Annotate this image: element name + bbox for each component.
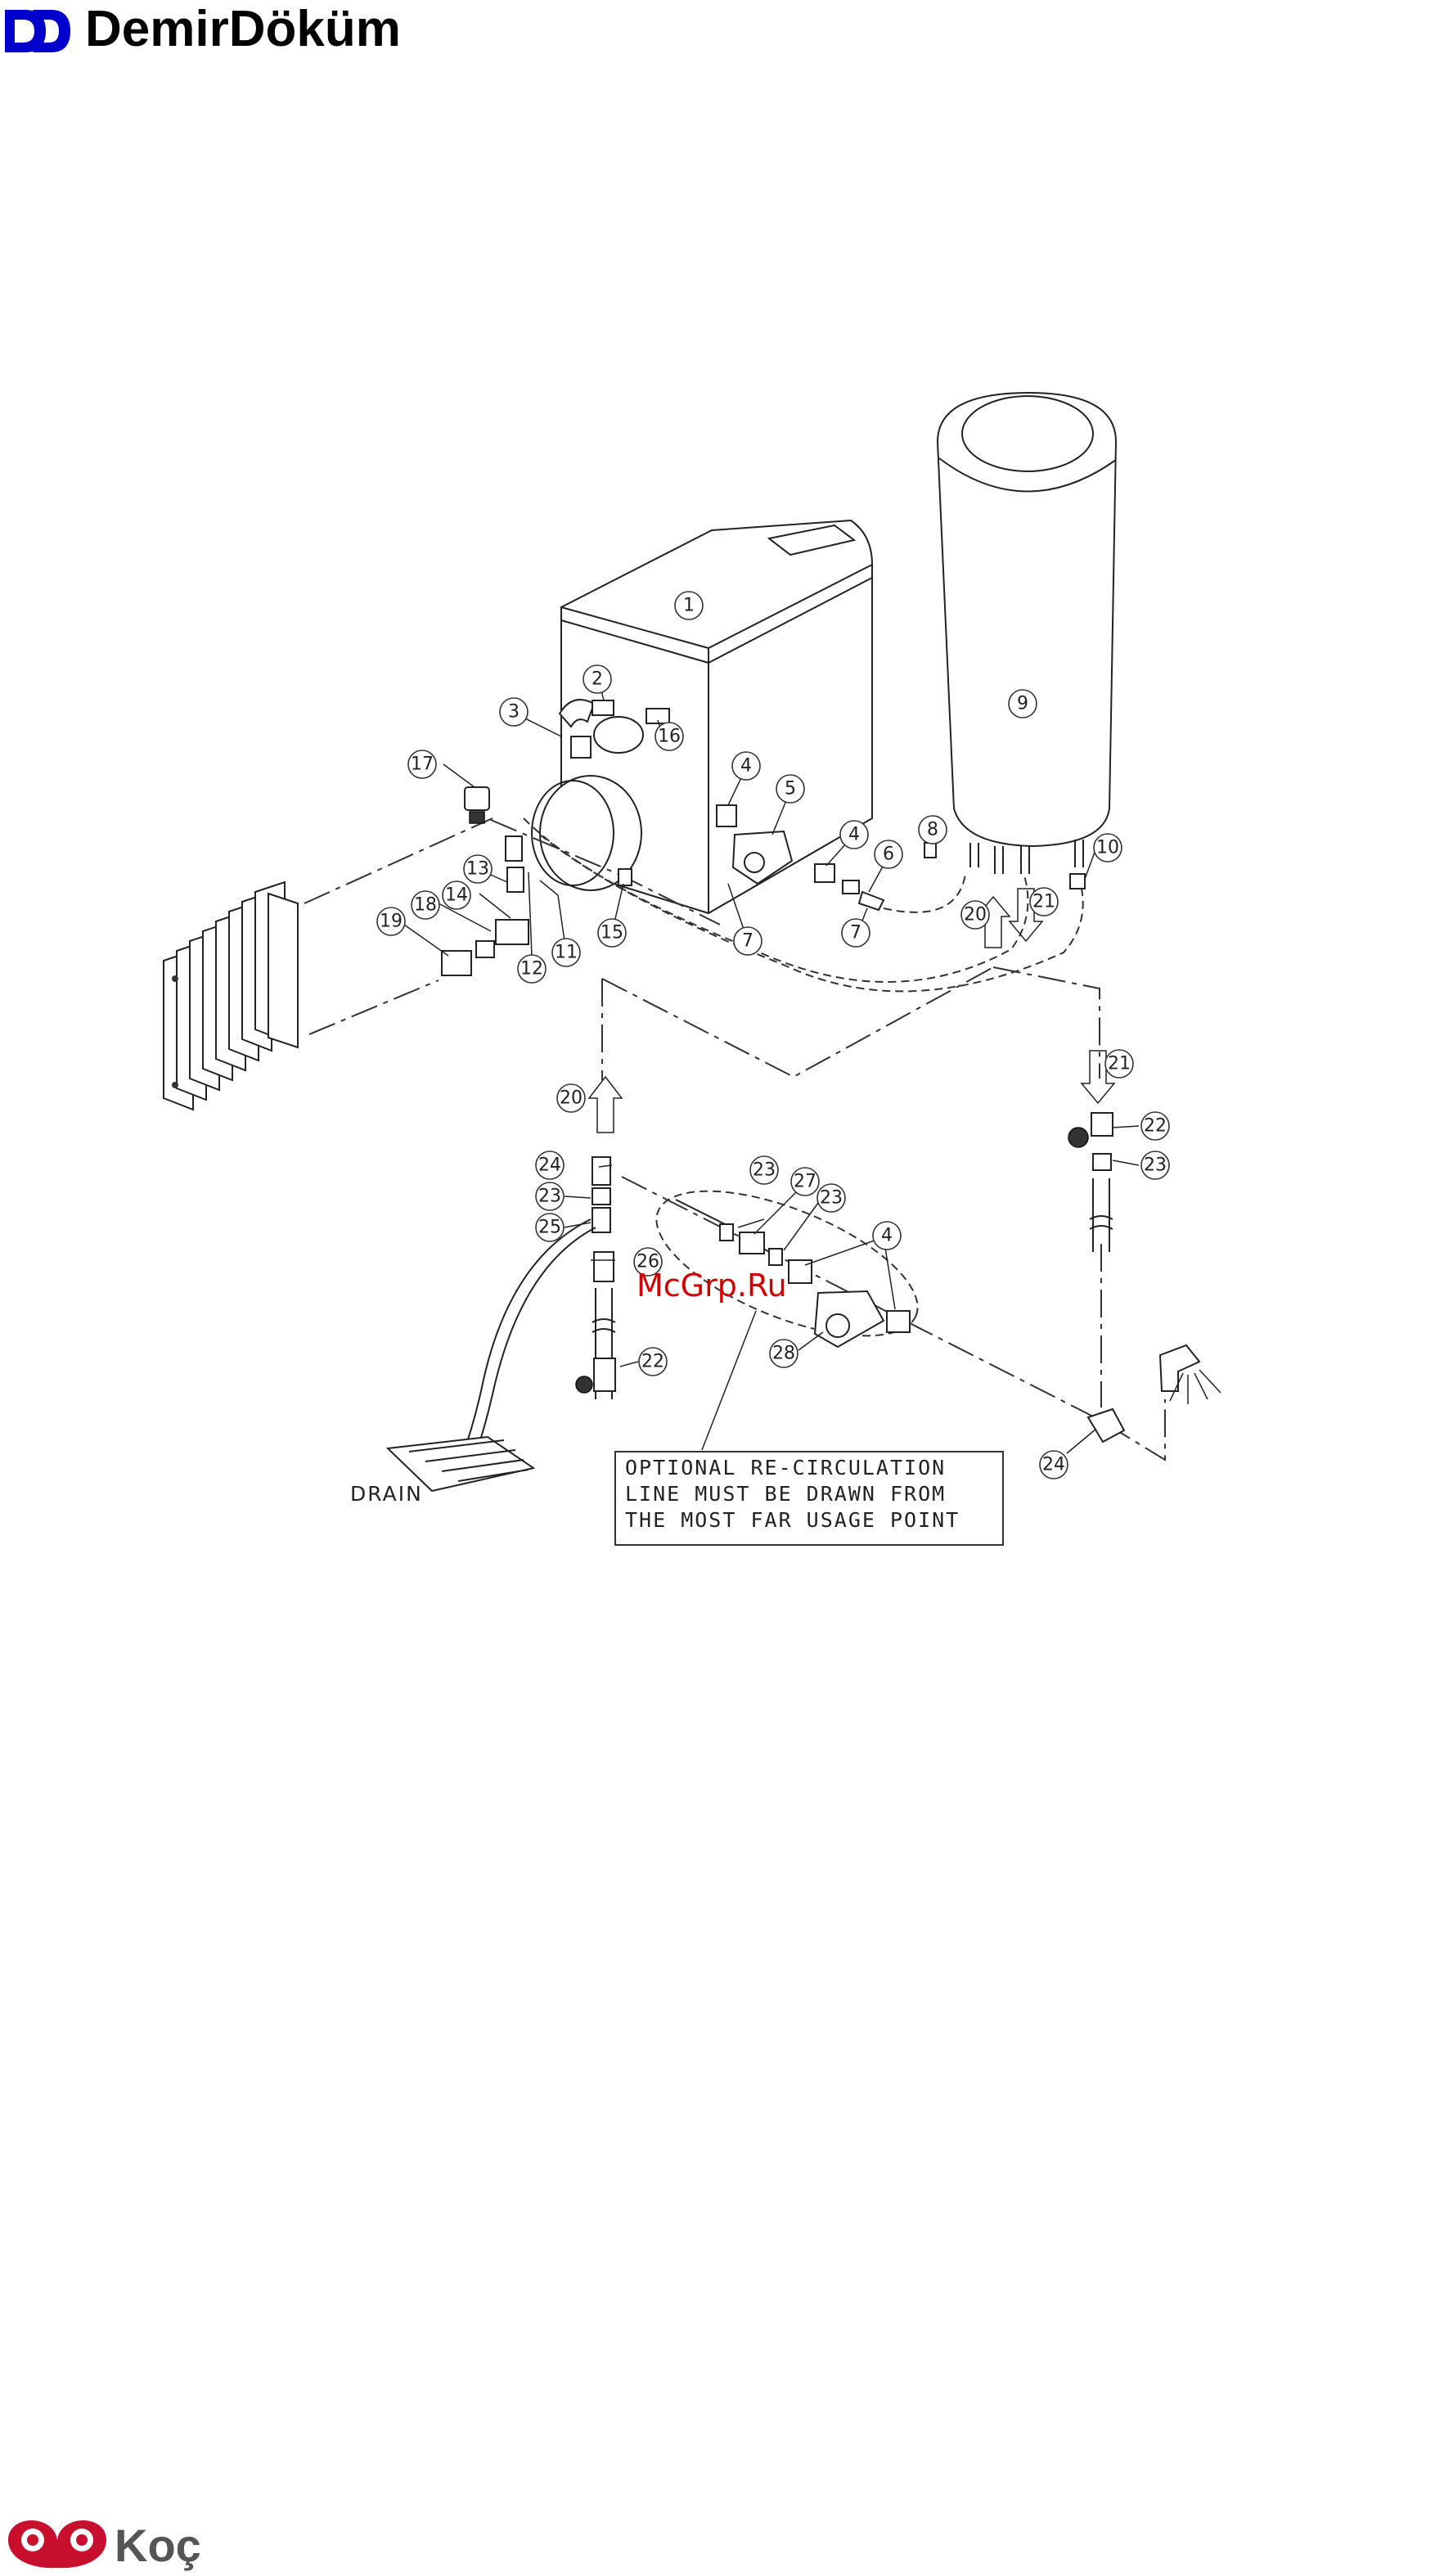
svg-text:4: 4 (848, 825, 860, 845)
svg-text:24: 24 (538, 1155, 561, 1176)
callout-16: 16 (655, 723, 683, 750)
svg-text:20: 20 (964, 905, 987, 925)
callout-20-return: 20 (557, 1084, 585, 1112)
callout-20-tank: 20 (961, 901, 989, 929)
callout-28: 28 (770, 1340, 798, 1367)
callout-12: 12 (518, 955, 546, 983)
svg-text:22: 22 (1144, 1116, 1167, 1137)
svg-text:1: 1 (683, 596, 695, 616)
svg-text:23: 23 (753, 1160, 776, 1181)
footer-logo: Koç (0, 2502, 245, 2576)
callout-7-a: 7 (842, 919, 870, 947)
svg-text:7: 7 (850, 923, 861, 943)
svg-text:23: 23 (1144, 1155, 1167, 1176)
diagram-canvas: OPTIONAL RE-CIRCULATION LINE MUST BE DRA… (0, 0, 1435, 1604)
callout-11: 11 (552, 939, 580, 966)
svg-text:21: 21 (1032, 892, 1055, 912)
svg-text:11: 11 (555, 943, 578, 963)
callout-22-supply: 22 (1141, 1112, 1169, 1140)
drain-label: DRAIN (350, 1482, 423, 1506)
callout-23-recirc-a: 23 (750, 1156, 778, 1184)
callout-1: 1 (675, 592, 703, 619)
svg-text:14: 14 (445, 885, 468, 906)
callout-14: 14 (443, 881, 470, 909)
svg-text:2: 2 (592, 669, 603, 690)
svg-text:4: 4 (881, 1226, 893, 1246)
callout-5: 5 (776, 775, 804, 803)
callout-24-supply: 24 (1040, 1451, 1068, 1479)
callout-25: 25 (536, 1214, 564, 1241)
callout-17: 17 (408, 750, 436, 778)
svg-text:9: 9 (1017, 694, 1028, 714)
callout-23-recirc-b: 23 (817, 1184, 845, 1212)
svg-text:23: 23 (538, 1187, 561, 1207)
svg-text:21: 21 (1108, 1054, 1131, 1074)
callout-2: 2 (583, 665, 611, 693)
callout-19: 19 (377, 907, 405, 935)
callout-4-boiler-2: 4 (840, 821, 868, 849)
svg-text:8: 8 (927, 820, 938, 840)
note-line-1: OPTIONAL RE-CIRCULATION (625, 1456, 946, 1479)
callout-21-tank: 21 (1030, 888, 1058, 916)
recirculation-group (638, 1161, 937, 1366)
callout-23-return: 23 (536, 1182, 564, 1210)
svg-text:5: 5 (785, 779, 796, 799)
footer-brand-name: Koç (115, 2520, 201, 2571)
svg-text:15: 15 (601, 923, 623, 943)
svg-text:19: 19 (380, 912, 403, 932)
callout-15: 15 (598, 919, 626, 947)
tank-outlet-pipes (924, 840, 1085, 889)
callout-8: 8 (919, 816, 947, 844)
note-line-3: THE MOST FAR USAGE POINT (625, 1508, 960, 1532)
callout-7-b: 7 (734, 927, 762, 955)
svg-text:6: 6 (883, 844, 894, 865)
radiator (164, 882, 298, 1110)
callout-22-return: 22 (639, 1348, 667, 1376)
callout-4-boiler: 4 (732, 752, 760, 780)
svg-text:22: 22 (641, 1352, 664, 1372)
svg-text:7: 7 (742, 931, 753, 952)
svg-text:3: 3 (508, 702, 520, 723)
return-pipe-assembly (388, 1157, 615, 1491)
svg-text:10: 10 (1096, 838, 1119, 858)
hot-water-tank (938, 393, 1116, 846)
svg-text:18: 18 (414, 895, 437, 916)
svg-text:20: 20 (560, 1088, 583, 1109)
callout-27: 27 (791, 1168, 819, 1196)
callout-18: 18 (412, 891, 439, 919)
svg-text:27: 27 (794, 1172, 816, 1192)
svg-text:12: 12 (520, 959, 543, 980)
callout-4-recirc: 4 (873, 1222, 901, 1250)
callout-13: 13 (464, 855, 492, 883)
svg-text:24: 24 (1042, 1455, 1065, 1475)
callout-9: 9 (1009, 690, 1037, 718)
svg-text:4: 4 (740, 756, 752, 777)
callout-23-supply: 23 (1141, 1151, 1169, 1179)
svg-text:23: 23 (820, 1188, 843, 1209)
callout-10: 10 (1094, 834, 1122, 862)
callout-21-supply: 21 (1105, 1050, 1133, 1078)
watermark: McGrp.Ru (637, 1268, 787, 1304)
svg-text:13: 13 (466, 859, 489, 880)
callout-6: 6 (875, 840, 902, 868)
svg-text:28: 28 (772, 1344, 795, 1364)
svg-text:16: 16 (658, 727, 681, 747)
callout-3: 3 (500, 698, 528, 726)
koc-logo-icon (8, 2520, 106, 2568)
note-line-2: LINE MUST BE DRAWN FROM (625, 1482, 946, 1506)
recirculation-note: OPTIONAL RE-CIRCULATION LINE MUST BE DRA… (615, 1311, 1003, 1545)
svg-text:25: 25 (538, 1218, 561, 1238)
svg-text:17: 17 (411, 754, 434, 775)
callout-24-return: 24 (536, 1151, 564, 1179)
